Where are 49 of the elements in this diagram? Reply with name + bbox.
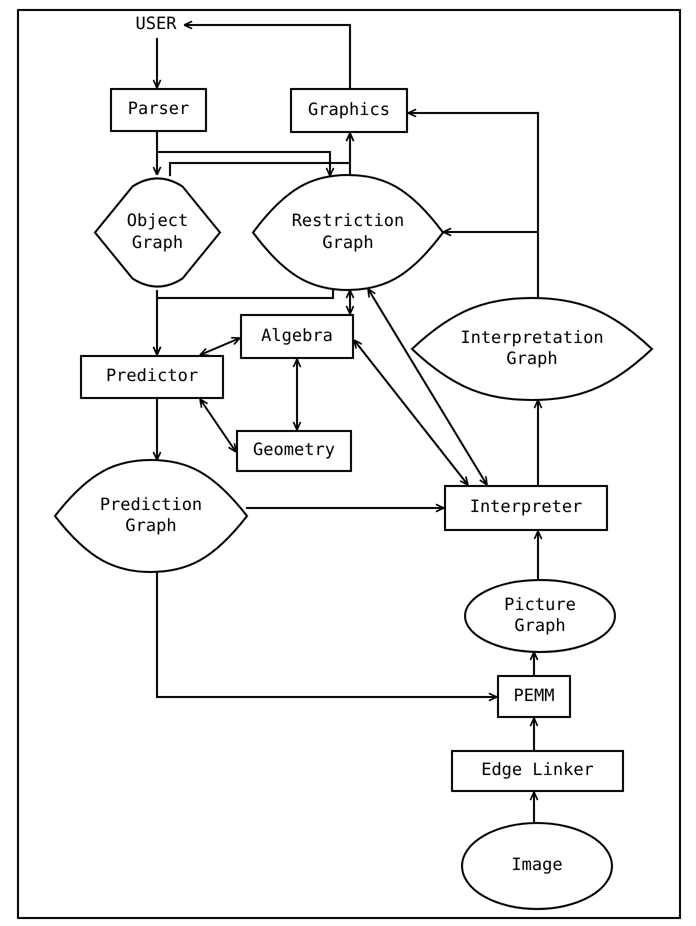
arrow xyxy=(530,717,538,750)
node-label: Prediction Graph xyxy=(98,494,204,538)
arrow xyxy=(353,339,469,486)
arrow xyxy=(199,337,241,356)
arrow xyxy=(442,228,539,298)
node-label: PEMM xyxy=(514,686,554,708)
process-box xyxy=(497,675,571,718)
arrow xyxy=(530,791,538,824)
arrow xyxy=(530,651,538,675)
process-box xyxy=(290,88,408,133)
arrow xyxy=(199,398,237,453)
node-label: Edge Linker xyxy=(481,760,594,782)
arrow xyxy=(156,572,498,702)
node-label: Object Graph xyxy=(126,211,190,254)
arrow xyxy=(152,38,162,89)
node-label: Algebra xyxy=(261,326,333,348)
arrow xyxy=(183,20,351,88)
arrow xyxy=(534,399,542,485)
process-box xyxy=(444,485,608,531)
arrow xyxy=(346,132,354,176)
process-box xyxy=(110,88,207,132)
node-label: Interpreter xyxy=(470,497,582,519)
process-box xyxy=(240,314,354,359)
node-label: Picture Graph xyxy=(503,594,577,638)
graph-ellipse xyxy=(462,823,612,909)
process-box xyxy=(236,430,352,472)
process-box xyxy=(80,355,224,399)
arrow xyxy=(156,132,334,177)
arrow xyxy=(367,288,488,486)
arrow xyxy=(246,504,445,512)
arrow xyxy=(534,530,542,580)
arrow xyxy=(346,289,354,315)
graph-lens xyxy=(253,175,443,290)
arrow xyxy=(152,399,162,461)
node-label: Interpretation Graph xyxy=(459,328,605,370)
node-label: Restriction Graph xyxy=(290,211,406,254)
node-label: Geometry xyxy=(253,440,335,462)
node-label: Predictor xyxy=(106,366,198,388)
graph-lens xyxy=(55,460,247,572)
node-label: Image xyxy=(511,855,563,877)
arrow xyxy=(152,290,162,356)
graph-lens xyxy=(412,298,652,400)
process-box xyxy=(451,750,624,792)
node-label: Graphics xyxy=(308,100,390,122)
graph-lens xyxy=(95,175,220,290)
node-label: Parser xyxy=(128,99,190,121)
graph-ellipse xyxy=(465,580,615,652)
node-label: USER xyxy=(136,14,176,36)
arrow xyxy=(292,358,302,431)
